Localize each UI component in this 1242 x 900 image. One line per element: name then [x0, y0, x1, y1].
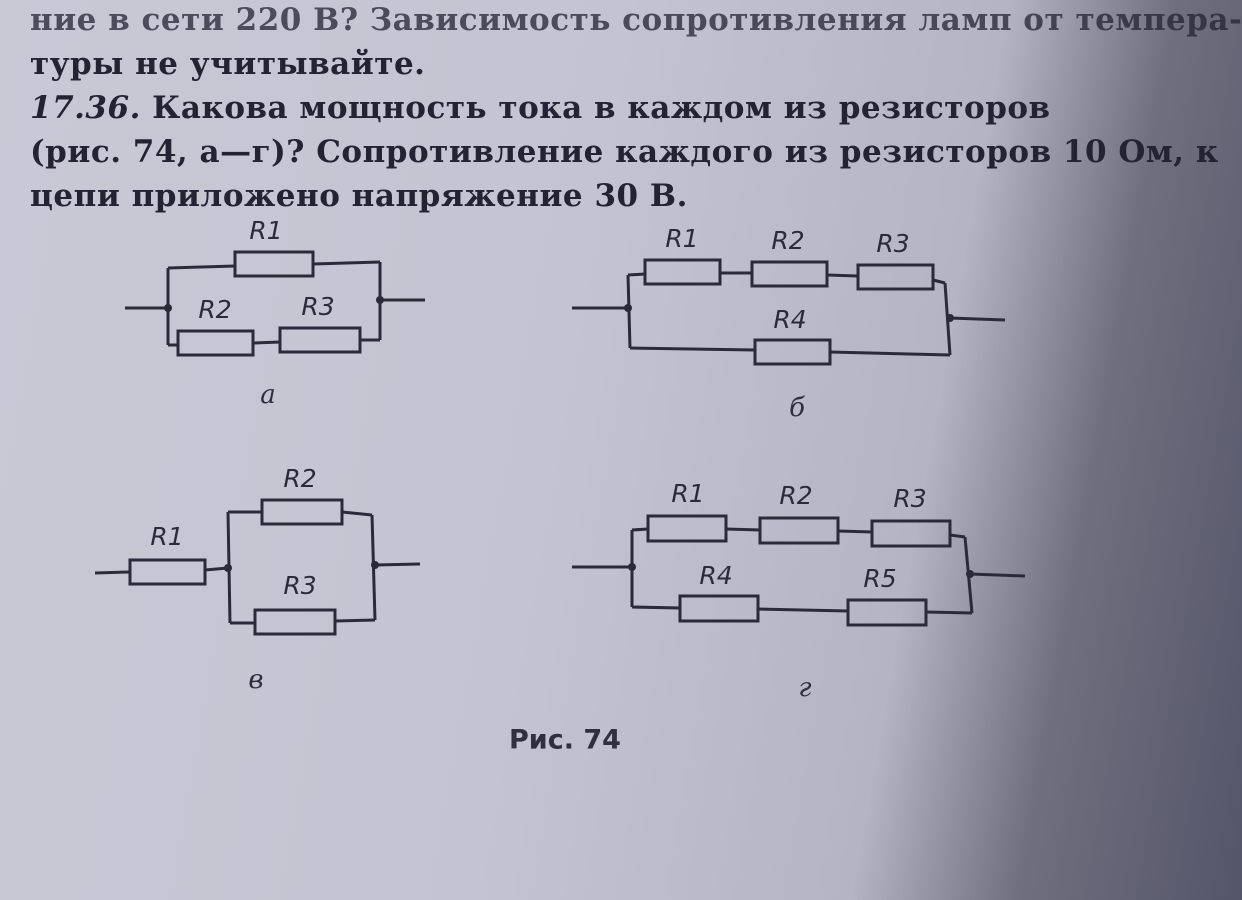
label-r1: R1	[671, 479, 705, 508]
text-line-3: 17.36. Какова мощность тока в каждом из …	[30, 86, 1190, 130]
label-r1: R1	[665, 224, 699, 253]
circuit-a-label: а	[260, 380, 276, 410]
label-r3: R3	[283, 571, 317, 600]
text-line-2: туры не учитывайте.	[30, 46, 426, 82]
resistor-r2	[758, 516, 840, 545]
resistor-r1	[646, 514, 728, 543]
label-r1: R1	[150, 522, 184, 551]
circuit-g-diagram	[572, 514, 1026, 627]
resistor-r4	[678, 594, 760, 623]
circuit-v: R1 R2 R3 в	[94, 464, 421, 695]
label-r3: R3	[301, 292, 335, 321]
circuit-g-label: г	[798, 673, 812, 703]
text-line-5: цепи приложено напряжение 30 В.	[30, 178, 688, 214]
label-r2: R2	[771, 226, 805, 255]
label-r2: R2	[198, 295, 232, 324]
label-r2: R2	[779, 481, 813, 510]
label-r1: R1	[249, 216, 283, 245]
resistor-r3	[856, 263, 935, 291]
circuit-b-diagram	[572, 258, 1006, 366]
circuit-a: R1 R2 R3 а	[125, 216, 425, 410]
circuit-v-diagram	[94, 498, 421, 636]
label-r3: R3	[876, 229, 910, 258]
resistor-r5	[846, 598, 928, 627]
text-line-4: (рис. 74, а—г)? Сопротивление каждого из…	[30, 134, 1219, 170]
text-line-1: ние в сети 220 В? Зависимость сопротивле…	[30, 2, 1242, 38]
label-r2: R2	[283, 464, 317, 493]
circuit-v-label: в	[248, 665, 264, 695]
textbook-page: ние в сети 220 В? Зависимость сопротивле…	[30, 0, 1242, 756]
circuit-b: R1 R2 R3 R4 б	[572, 224, 1006, 423]
text-line-3-rest: Какова мощность тока в каждом из резисто…	[140, 90, 1051, 126]
label-r3: R3	[893, 484, 927, 513]
circuit-g: R1 R2 R3 R4 R5 г	[572, 479, 1026, 703]
problem-text: ние в сети 220 В? Зависимость сопротивле…	[30, 0, 1242, 218]
label-r4: R4	[699, 561, 733, 590]
label-r5: R5	[863, 564, 897, 593]
resistor-r3	[870, 519, 952, 548]
resistor-r3	[253, 608, 337, 636]
circuit-b-label: б	[789, 393, 805, 423]
figure-caption: Рис. 74	[509, 724, 621, 756]
circuit-a-diagram	[125, 250, 425, 357]
label-r4: R4	[773, 305, 807, 334]
resistor-r1	[128, 558, 207, 586]
problem-number: 17.36.	[30, 90, 141, 126]
resistor-r2	[750, 260, 829, 288]
